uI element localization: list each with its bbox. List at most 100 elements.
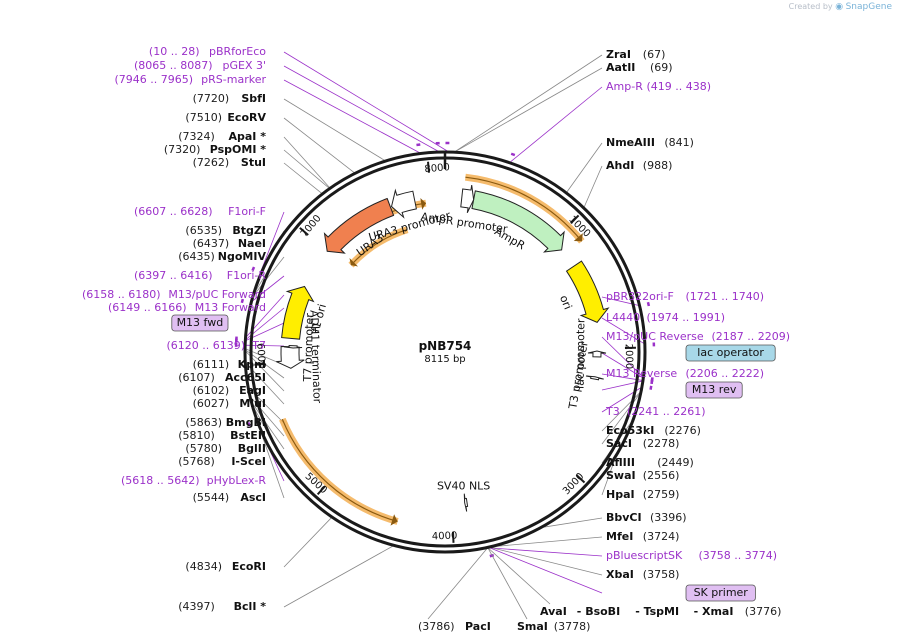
leader-line	[510, 86, 603, 163]
orange-feature-core	[350, 229, 408, 266]
site-label: (3786)PacI	[418, 620, 491, 633]
site-label: NaeI(6437)	[193, 237, 266, 250]
branding-prefix: Created by	[788, 2, 833, 11]
site-label-primer: pBRforEco	[209, 45, 266, 58]
site-label-name: EagI	[239, 384, 266, 397]
plasmid-name: pNB754	[419, 339, 472, 353]
site-label: pHybLex-R(5618 .. 5642)	[121, 474, 266, 487]
primer-site-mark	[646, 301, 651, 307]
orange-arc-arrowhead	[573, 233, 583, 242]
site-label-name: BglII	[238, 442, 266, 455]
site-label-name: Acc65I	[225, 371, 266, 384]
site-label-num: (69)	[650, 61, 673, 74]
feature-ori	[565, 260, 610, 323]
site-label-name: MfeI	[606, 530, 633, 543]
site-label-primer: (8065 .. 8087)	[134, 59, 213, 72]
site-label-primer: M13 Reverse	[606, 367, 677, 380]
site-label: AscI(5544)	[193, 491, 266, 504]
site-label-num: (5863)	[185, 416, 222, 429]
site-label-primer: (10 .. 28)	[149, 45, 200, 58]
feature-label: SV40 NLS	[437, 480, 490, 493]
primer-site-mark	[251, 266, 256, 272]
site-label-name: - BsoBI	[577, 605, 620, 618]
leader-line	[491, 547, 603, 576]
site-label: NmeAIII (841)	[606, 136, 694, 149]
site-label-primer: M13/pUC Reverse	[606, 330, 704, 343]
site-label: pBluescriptSK(3758 .. 3774)	[606, 549, 777, 562]
leader-line	[283, 162, 322, 194]
ruler-tick	[254, 363, 266, 366]
site-label-num: (6107)	[178, 371, 215, 384]
site-label: T7(6120 .. 6139)	[166, 339, 266, 352]
leader-line	[283, 117, 355, 174]
label-box-text: M13 rev	[692, 383, 737, 396]
site-label-primer: (6397 .. 6416)	[134, 269, 213, 282]
site-label-primer: (2241 .. 2261)	[627, 405, 706, 418]
feature-t7-promoter	[284, 344, 303, 349]
primer-site-mark	[510, 152, 516, 157]
ruler-tick-label: 7000	[299, 213, 324, 239]
leader-line	[496, 536, 603, 547]
site-label-num: (841)	[664, 136, 694, 149]
site-label-primer: (2187 .. 2209)	[712, 330, 791, 343]
site-label-name: EcoRI	[232, 560, 266, 573]
site-label: EcoRV(7510)	[185, 111, 266, 124]
feature-label: f1 ori	[309, 303, 329, 334]
label-box	[685, 381, 743, 399]
leader-line	[246, 386, 285, 424]
site-label: SacI(2278)	[606, 437, 679, 450]
branding-name: SnapGene	[845, 2, 892, 12]
leader-line	[455, 54, 603, 152]
site-label: Acc65I (6107)	[178, 371, 266, 384]
site-label: BstEII(5810)	[178, 429, 266, 442]
site-label: pRS-marker(7946 .. 7965)	[114, 73, 266, 86]
site-label-num: (3724)	[643, 530, 680, 543]
site-label-num: (2276)	[664, 424, 701, 437]
site-label-primer: (6158 .. 6180)	[82, 288, 161, 301]
site-label: SwaI(2556)	[606, 469, 679, 482]
site-label: ApaI *(7324)	[178, 130, 266, 143]
orange-arc-arrowhead	[420, 197, 426, 210]
label-box	[171, 314, 229, 332]
site-label-name: SwaI	[606, 469, 636, 482]
site-label-primer: (6149 .. 6166)	[108, 301, 187, 314]
feature-sv40-nls	[463, 493, 469, 512]
site-label-primer: (419 .. 438)	[647, 80, 712, 93]
site-label-name: SbfI	[241, 92, 266, 105]
site-label-num: (5768)	[178, 455, 215, 468]
site-label-primer: (6120 .. 6139)	[166, 339, 245, 352]
site-label-primer: L4440	[606, 311, 640, 324]
site-label-num: (6027)	[193, 397, 230, 410]
plasmid-length: 8115 bp	[424, 354, 465, 365]
site-label-primer: pBR322ori-F	[606, 290, 674, 303]
site-label: NgoMIV(6435)	[178, 250, 266, 263]
leader-line	[283, 79, 420, 153]
site-label-name: NmeAIII	[606, 136, 655, 149]
leader-line	[260, 211, 285, 273]
site-label: BmgBI(5863)	[185, 416, 266, 429]
site-label-name: AhdI	[606, 159, 634, 172]
site-label-name: - TspMI	[635, 605, 679, 618]
site-label-name: BtgZI	[232, 224, 266, 237]
site-label-num: (5780)	[185, 442, 222, 455]
label-box	[685, 344, 776, 362]
site-label-name: StuI	[241, 156, 266, 169]
ruler-tick	[427, 161, 430, 173]
site-label-num: (6435)	[178, 250, 215, 263]
site-label-primer: (1974 .. 1991)	[647, 311, 726, 324]
leader-line	[249, 398, 285, 450]
site-label: BtgZI(6535)	[185, 224, 266, 237]
site-label-primer: (1721 .. 1740)	[686, 290, 765, 303]
site-label: F1ori-R(6397 .. 6416)	[134, 269, 266, 282]
site-label-num: (6437)	[193, 237, 230, 250]
site-label-primer: pRS-marker	[201, 73, 266, 86]
site-label: AvaI- BsoBI- TspMI- XmaI(3776)	[540, 605, 781, 618]
site-label: pGEX 3'(8065 .. 8087)	[134, 59, 266, 72]
label-box	[685, 584, 756, 602]
site-label-num: (3776)	[745, 605, 782, 618]
site-label-primer: (3758 .. 3774)	[699, 549, 778, 562]
site-label-num: (67)	[643, 48, 666, 61]
site-label: BglII (5780)	[185, 442, 266, 455]
site-label-primer: Amp-R	[606, 80, 643, 93]
